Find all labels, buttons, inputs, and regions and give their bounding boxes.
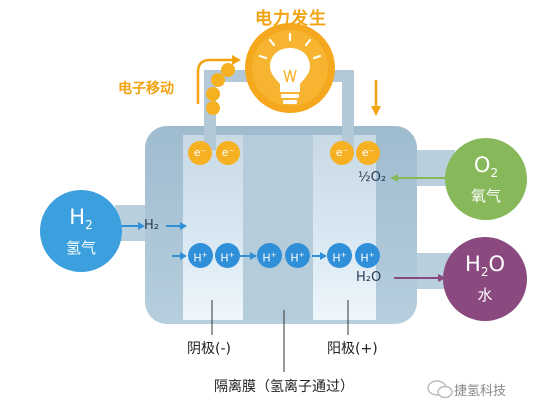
hydrogen-name: 氢气 xyxy=(65,239,96,258)
proton-6: H+ xyxy=(355,243,380,268)
hydrogen-input-circle: H2 氢气 xyxy=(40,190,122,272)
electron-anode-2: e⁻ xyxy=(216,141,240,165)
electron-anode-1: e⁻ xyxy=(188,141,212,165)
external-wire-right xyxy=(330,70,354,150)
oxygen-name: 氧气 xyxy=(470,187,501,206)
water-output-circle: H2O 水 xyxy=(443,237,527,321)
proton-5: H+ xyxy=(327,243,352,268)
inner-h2o-label: H₂O xyxy=(356,270,382,285)
electron-movement-label: 电子移动 xyxy=(118,81,174,97)
proton-2: H+ xyxy=(215,243,240,268)
watermark: 捷氢科技 xyxy=(454,384,507,399)
membrane-label: 隔离膜（氢离子通过） xyxy=(214,379,354,395)
cathode-label: 阳极(+) xyxy=(327,341,378,357)
external-wire-left xyxy=(204,70,252,150)
anode-label: 阴极(-) xyxy=(187,341,231,357)
oxygen-input-circle: O2 氧气 xyxy=(445,138,527,220)
electron-cathode-1: e⁻ xyxy=(330,141,354,165)
electron-cathode-2: e⁻ xyxy=(356,141,380,165)
electron-flow-arrow-left xyxy=(196,58,232,104)
wechat-icon xyxy=(427,380,453,399)
membrane-layer xyxy=(243,135,313,320)
anode-layer xyxy=(183,135,243,320)
water-name: 水 xyxy=(477,286,493,305)
inner-h2-label: H₂ xyxy=(144,218,159,233)
proton-3: H+ xyxy=(257,243,282,268)
cathode-layer xyxy=(313,135,376,320)
proton-1: H+ xyxy=(188,243,213,268)
proton-4: H+ xyxy=(285,243,310,268)
half-o2-label: ½O₂ xyxy=(358,170,387,185)
power-generation-title: 电力发生 xyxy=(255,9,327,29)
